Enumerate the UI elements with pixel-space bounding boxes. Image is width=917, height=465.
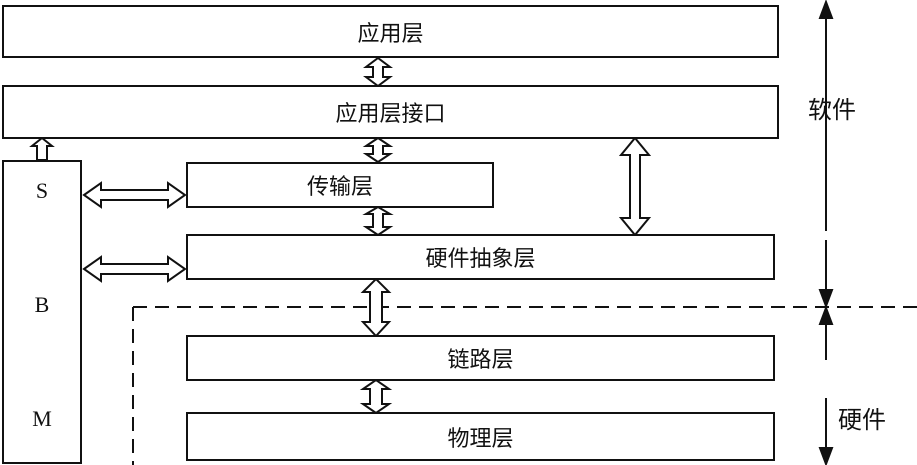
sbm-box [2,160,82,464]
software-hardware-boundary [132,306,917,465]
arrow-interface-transport [362,136,394,164]
boundary-lower-arrowhead [818,305,834,325]
hal-layer-box: 硬件抽象层 [186,234,775,280]
sbm-letter-s: S [35,178,49,203]
arrow-sbm-hal [82,255,187,283]
software-label: 软件 [808,96,856,124]
arrow-sbm-transport [82,181,187,209]
physical-layer-box: 物理层 [186,412,775,461]
application-interface-box: 应用层接口 [2,85,779,139]
software-range-arrowhead [818,0,834,19]
application-interface-label: 应用层接口 [335,102,446,127]
hal-layer-label: 硬件抽象层 [425,247,536,272]
arrow-interface-hal [618,136,652,237]
hardware-label: 硬件 [838,406,886,434]
sbm-letter-m: M [32,406,52,431]
application-layer-label: 应用层 [357,21,424,47]
sbm-letter-b: B [34,292,50,317]
transport-layer-box: 传输层 [186,162,494,208]
application-layer-box: 应用层 [2,5,779,58]
physical-layer-label: 物理层 [447,426,514,452]
arrow-sbm-interface [29,136,55,161]
link-layer-label: 链路层 [447,348,514,373]
arrow-app-interface [363,56,393,88]
arrow-link-physical [359,378,393,415]
hardware-range-arrowhead [818,447,834,465]
arrow-transport-hal [362,205,394,237]
boundary-upper-arrowhead [818,289,834,309]
link-layer-box: 链路层 [186,335,775,381]
transport-layer-label: 传输层 [306,175,373,200]
